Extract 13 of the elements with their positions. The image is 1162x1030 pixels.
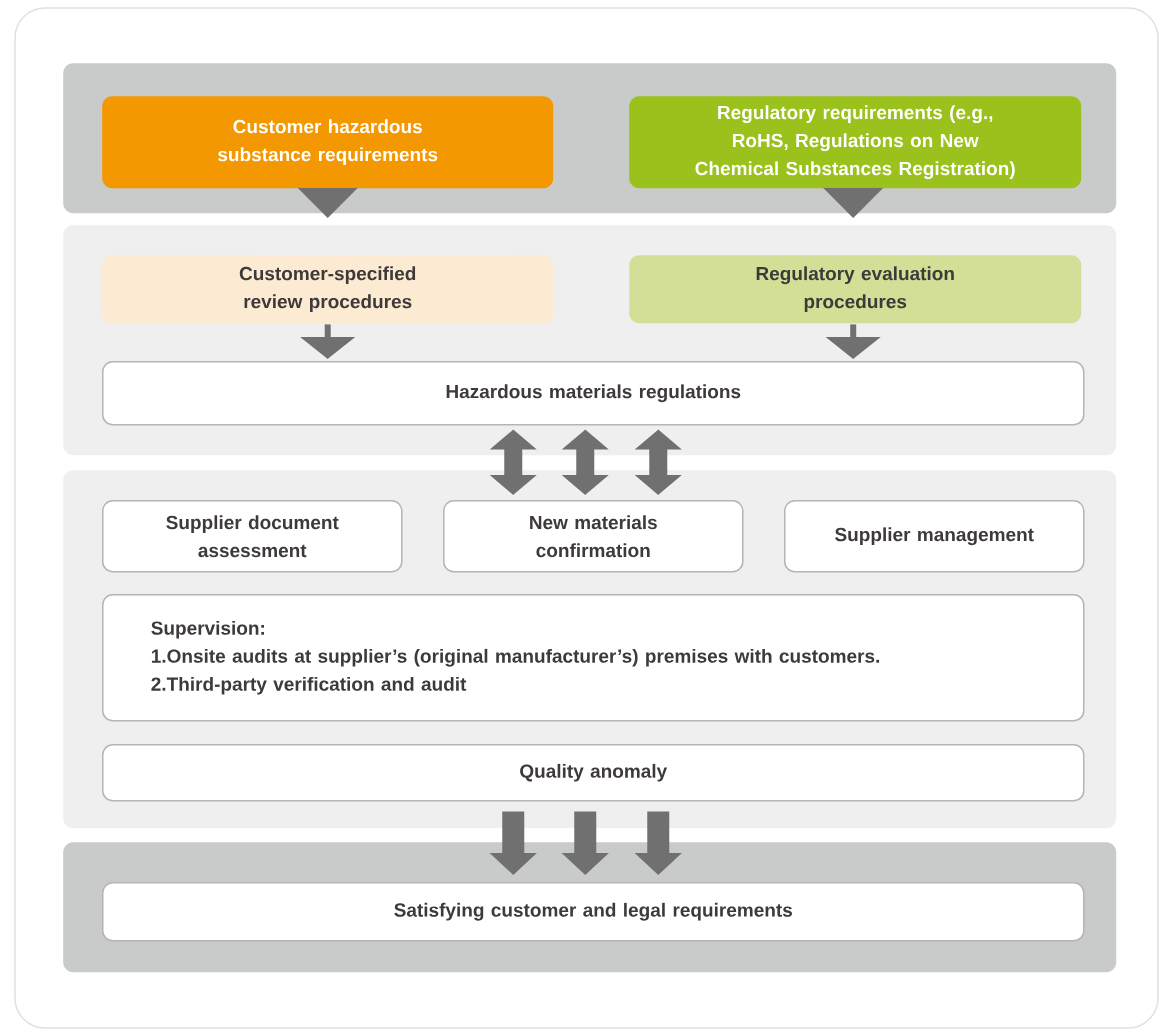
triangle-arrow — [297, 187, 358, 218]
process-box: Customer-specified review procedures — [102, 255, 554, 324]
triangle-arrow — [823, 187, 884, 218]
process-box: Quality anomaly — [102, 744, 1085, 802]
process-box: Satisfying customer and legal requirements — [102, 882, 1085, 942]
process-box: Customer hazardous substance requirements — [102, 96, 554, 189]
process-box: Regulatory requirements (e.g., RoHS, Regulations on New Chemical Substances Registration) — [629, 96, 1082, 189]
process-box: Supplier management — [784, 500, 1085, 573]
process-box: Regulatory evaluation procedures — [629, 255, 1082, 324]
process-box: Supplier document assessment — [102, 500, 403, 573]
process-box: Supervision: 1.Onsite audits at supplier’s (original manufacturer’s) premises with customers. 2.Third-party verification and audit — [102, 594, 1085, 722]
process-box: New materials confirmation — [443, 500, 744, 573]
process-box: Hazardous materials regulations — [102, 361, 1085, 426]
